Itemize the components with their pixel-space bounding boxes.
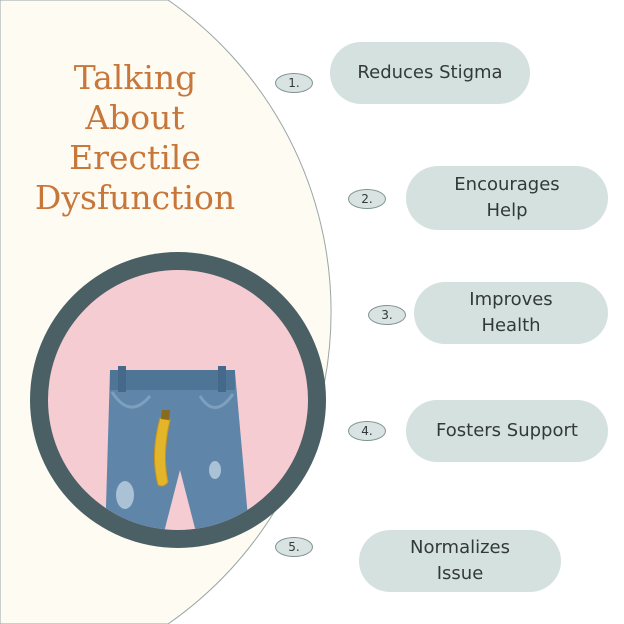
step-pill-improves-health: Improves Health bbox=[414, 282, 608, 344]
step-number-badge: 1. bbox=[275, 73, 313, 93]
step-pill-fosters-support: Fosters Support bbox=[406, 400, 608, 462]
step-number-badge: 4. bbox=[348, 421, 386, 441]
title-line: About bbox=[85, 98, 185, 137]
step-pill-normalizes-issue: Normalizes Issue bbox=[359, 530, 561, 592]
title-line: Talking bbox=[73, 58, 197, 97]
title-line: Dysfunction bbox=[34, 178, 236, 217]
step-pill-reduces-stigma: Reduces Stigma bbox=[330, 42, 530, 104]
step-pill-encourages-help: Encourages Help bbox=[406, 166, 608, 230]
page-title: Talking About Erectile Dysfunction bbox=[10, 58, 260, 218]
jeans-banana-photo bbox=[48, 270, 308, 530]
step-number-badge: 3. bbox=[368, 305, 406, 325]
step-number-badge: 5. bbox=[275, 537, 313, 557]
step-number-badge: 2. bbox=[348, 189, 386, 209]
title-line: Erectile bbox=[69, 138, 201, 177]
